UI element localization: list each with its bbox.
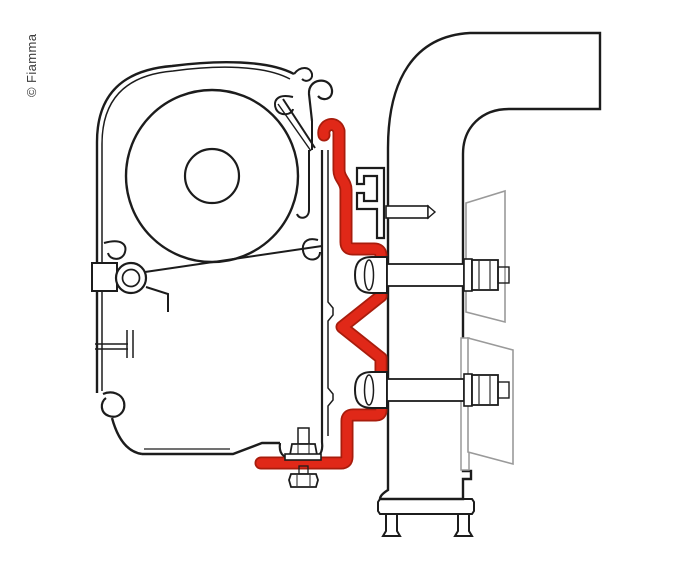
- backing-plates: [460, 189, 514, 471]
- awning-case: [91, 61, 334, 460]
- clamp-bolt: [284, 427, 322, 488]
- rail-screw: [385, 204, 437, 220]
- roller-hub: [183, 147, 241, 205]
- upper-through-bolt: [353, 256, 510, 294]
- front-guide-roller: [114, 261, 148, 295]
- adapter-profile: [254, 118, 388, 470]
- wall-sill: [377, 498, 475, 515]
- lower-through-bolt: [353, 371, 510, 409]
- awning-fabric: [144, 245, 323, 273]
- backing-plate-upper: [465, 189, 506, 324]
- vehicle-wall: [377, 31, 602, 537]
- wall-mount-rail: [355, 166, 437, 240]
- fabric-roller: [124, 88, 300, 264]
